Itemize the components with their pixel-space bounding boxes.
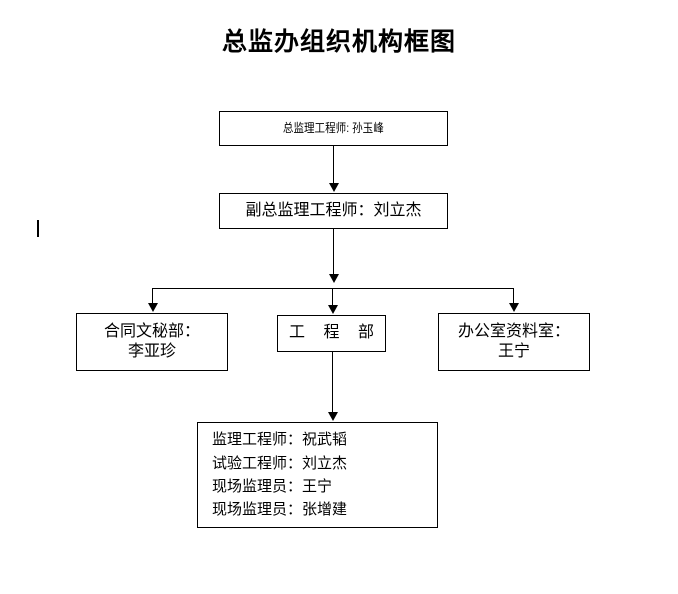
staff-row-supervising-engineer: 监理工程师：祝武韬	[212, 431, 348, 449]
connector-chief-to-deputy-arrow	[329, 183, 339, 192]
connector-bus-to-engineering-line	[332, 288, 333, 306]
node-box-staff-roster[interactable]: 监理工程师：祝武韬 试验工程师：刘立杰 现场监理员：王宁 现场监理员：张增建	[197, 422, 438, 528]
node-label-contract-secretariat-person: 李亚珍	[127, 343, 176, 360]
node-box-office-archives[interactable]: 办公室资料室： 王宁	[438, 313, 590, 371]
connector-bus-to-office-line	[513, 288, 514, 304]
page-title: 总监办组织机构框图	[221, 29, 456, 56]
connector-bus-to-contract-line	[152, 288, 153, 304]
staff-row-site-supervisor-2: 现场监理员：张增建	[212, 501, 348, 519]
node-label-chief-engineer: 总监理工程师: 孙玉峰	[283, 120, 384, 135]
node-label-office-archives-dept: 办公室资料室：	[457, 322, 570, 340]
connector-engineering-to-staff-arrow	[328, 412, 338, 421]
connector-bus-to-office-arrow	[509, 303, 519, 312]
node-label-deputy-chief-engineer: 副总监理工程师：刘立杰	[245, 201, 422, 219]
connector-chief-to-deputy-line	[333, 146, 334, 184]
node-box-contract-secretariat[interactable]: 合同文秘部： 李亚珍	[76, 313, 228, 371]
connector-engineering-to-staff-line	[332, 352, 333, 413]
node-box-engineering-dept[interactable]: 工 程 部	[277, 315, 386, 352]
node-box-deputy-chief-engineer[interactable]: 副总监理工程师：刘立杰	[219, 193, 448, 229]
connector-bus-to-engineering-arrow	[328, 305, 338, 314]
connector-deputy-down-arrow	[329, 274, 339, 283]
node-label-office-archives-person: 王宁	[497, 343, 530, 360]
connector-deputy-down-line	[333, 229, 334, 275]
connector-horizontal-bus	[152, 288, 514, 289]
node-label-engineering-dept: 工 程 部	[289, 324, 381, 342]
node-box-chief-engineer[interactable]: 总监理工程师: 孙玉峰	[219, 111, 448, 146]
staff-row-site-supervisor-1: 现场监理员：王宁	[212, 478, 333, 495]
connector-bus-to-contract-arrow	[148, 303, 158, 312]
text-caret-mark	[37, 220, 39, 237]
staff-row-test-engineer: 试验工程师：刘立杰	[212, 454, 348, 472]
node-label-contract-secretariat-dept: 合同文秘部：	[103, 322, 200, 340]
